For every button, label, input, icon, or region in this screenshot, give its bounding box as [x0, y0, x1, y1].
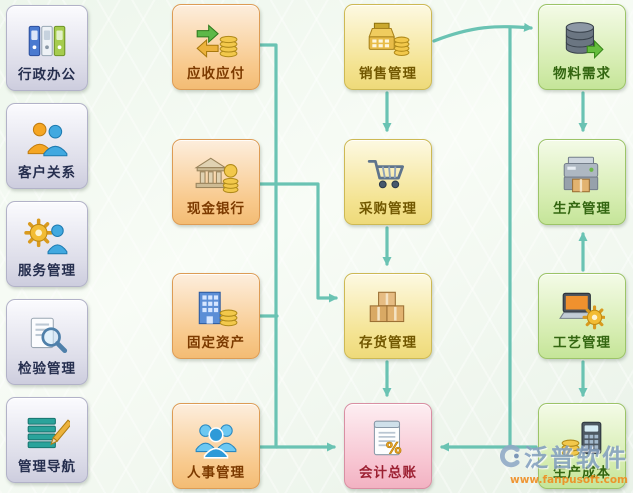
arrow-finance-trunk-to-ledger [258, 43, 336, 452]
bank-icon [193, 147, 239, 203]
module-process-management[interactable]: 工艺管理 [538, 273, 626, 359]
sidebar-item-service-management[interactable]: 服务管理 [6, 201, 88, 287]
module-fixed-assets[interactable]: 固定资产 [172, 273, 260, 359]
navigation-list-icon [24, 405, 70, 461]
module-label: 行政办公 [18, 66, 76, 83]
module-receivable-payable[interactable]: 应收应付 [172, 4, 260, 90]
sidebar-item-customer-relations[interactable]: 客户关系 [6, 103, 88, 189]
module-label: 生产管理 [553, 200, 611, 217]
module-cash-bank[interactable]: 现金银行 [172, 139, 260, 225]
module-label: 检验管理 [18, 360, 76, 377]
module-label: 现金银行 [187, 200, 245, 217]
module-label: 会计总账 [359, 464, 417, 481]
building-assets-icon [193, 281, 239, 337]
binders-icon [24, 13, 70, 69]
module-label: 存货管理 [359, 334, 417, 351]
customers-icon [24, 111, 70, 167]
module-purchase-management[interactable]: 采购管理 [344, 139, 432, 225]
module-general-ledger[interactable]: % 会计总账 [344, 403, 432, 489]
module-label: 应收应付 [187, 65, 245, 82]
module-label: 管理导航 [18, 458, 76, 475]
module-material-requirements[interactable]: 物料需求 [538, 4, 626, 90]
cash-register-icon [365, 12, 411, 68]
machine-icon [559, 147, 605, 203]
sidebar-item-management-navigation[interactable]: 管理导航 [6, 397, 88, 483]
sidebar-item-admin-office[interactable]: 行政办公 [6, 5, 88, 91]
calculator-coins-icon [559, 411, 605, 467]
database-icon [559, 12, 605, 68]
module-label: 销售管理 [359, 65, 417, 82]
module-hr-management[interactable]: 人事管理 [172, 403, 260, 489]
module-label: 人事管理 [187, 464, 245, 481]
boxes-icon [365, 281, 411, 337]
arrow-cash-to-inventory [274, 182, 338, 303]
module-production-cost[interactable]: 生产成本 [538, 403, 626, 489]
module-label: 客户关系 [18, 164, 76, 181]
laptop-gear-icon [559, 281, 605, 337]
module-production-management[interactable]: 生产管理 [538, 139, 626, 225]
module-label: 工艺管理 [553, 334, 611, 351]
ledger-percent-icon: % [365, 411, 411, 467]
module-label: 物料需求 [553, 65, 611, 82]
receivable-payable-icon [193, 12, 239, 68]
module-label: 采购管理 [359, 200, 417, 217]
shopping-cart-icon [365, 147, 411, 203]
module-inventory-management[interactable]: 存货管理 [344, 273, 432, 359]
arrow-sales-to-material [432, 22, 533, 43]
module-label: 生产成本 [553, 464, 611, 481]
fanpu-logo-icon [500, 444, 520, 467]
module-sales-management[interactable]: 销售管理 [344, 4, 432, 90]
magnifier-icon [24, 307, 70, 363]
staff-icon [193, 411, 239, 467]
module-label: 固定资产 [187, 334, 245, 351]
module-label: 服务管理 [18, 262, 76, 279]
service-gear-icon [24, 209, 70, 265]
sidebar-item-inspection-management[interactable]: 检验管理 [6, 299, 88, 385]
svg-text:%: % [386, 438, 402, 457]
